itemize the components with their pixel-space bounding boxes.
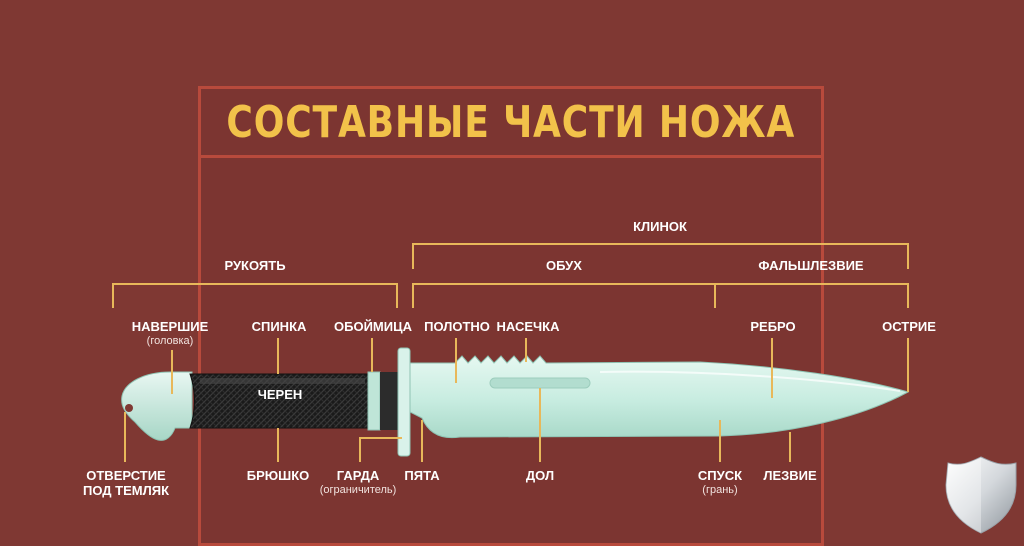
belly-label: БРЮШКО bbox=[246, 468, 310, 483]
bracket-lines bbox=[112, 243, 909, 308]
handle-label: РУКОЯТЬ bbox=[224, 258, 286, 273]
bolster-label: ОБОЙМИЦА bbox=[334, 319, 412, 334]
blade-highlight bbox=[599, 370, 901, 392]
page-title: СОСТАВНЫЕ ЧАСТИ НОЖА bbox=[226, 96, 796, 148]
bolster-dark bbox=[380, 372, 398, 430]
grind-label: СПУСК (грань) bbox=[698, 468, 742, 498]
pommel-name: НАВЕРШИЕ bbox=[131, 319, 209, 334]
lanyard-hole bbox=[125, 404, 133, 412]
guard-name: ГАРДА bbox=[336, 468, 380, 483]
guard-label: ГАРДА (ограничитель) bbox=[320, 468, 397, 498]
shield-icon bbox=[945, 456, 1017, 534]
guard-alt-name: (ограничитель) bbox=[319, 484, 397, 496]
lanyard-hole-line2: ПОД ТЕМЛЯК bbox=[83, 483, 169, 498]
spine-label: ОБУХ bbox=[546, 258, 582, 273]
blade-bracket bbox=[412, 243, 909, 269]
notch-label: НАСЕЧКА bbox=[496, 319, 560, 334]
pommel bbox=[121, 371, 193, 441]
knife bbox=[121, 347, 910, 457]
grip-highlight bbox=[200, 378, 365, 384]
edge-label: ЛЕЗВИЕ bbox=[763, 468, 817, 483]
bolster bbox=[367, 371, 381, 431]
content-frame bbox=[198, 86, 824, 546]
false-edge-bracket bbox=[715, 283, 909, 308]
leader-lines bbox=[124, 338, 909, 462]
fuller bbox=[489, 377, 591, 389]
handle-bracket bbox=[112, 283, 398, 308]
grind-name: СПУСК bbox=[697, 468, 743, 483]
lanyard-hole-line1: ОТВЕРСТИЕ bbox=[86, 468, 166, 483]
rib-label: РЕБРО bbox=[750, 319, 796, 334]
fuller-label: ДОЛ bbox=[525, 468, 555, 483]
back-label: СПИНКА bbox=[251, 319, 307, 334]
blade-label: КЛИНОК bbox=[633, 219, 687, 234]
blade bbox=[409, 355, 910, 439]
heel-label: ПЯТА bbox=[404, 468, 440, 483]
spine-bracket bbox=[412, 283, 716, 308]
grip bbox=[189, 373, 371, 429]
lanyard-hole-label: ОТВЕРСТИЕ ПОД ТЕМЛЯК bbox=[83, 468, 169, 498]
pommel-alt-name: (головка) bbox=[146, 335, 194, 347]
guard bbox=[397, 347, 411, 457]
grip-label: ЧЕРЕН bbox=[257, 387, 303, 402]
grind-alt-name: (грань) bbox=[702, 484, 738, 496]
title-bar: СОСТАВНЫЕ ЧАСТИ НОЖА bbox=[198, 86, 824, 158]
guard-leader bbox=[359, 437, 402, 462]
false-edge-label: ФАЛЬШЛЕЗВИЕ bbox=[758, 258, 864, 273]
blade-body-label: ПОЛОТНО bbox=[424, 319, 490, 334]
tip-label: ОСТРИЕ bbox=[882, 319, 936, 334]
pommel-label: НАВЕРШИЕ (головка) bbox=[132, 319, 209, 349]
